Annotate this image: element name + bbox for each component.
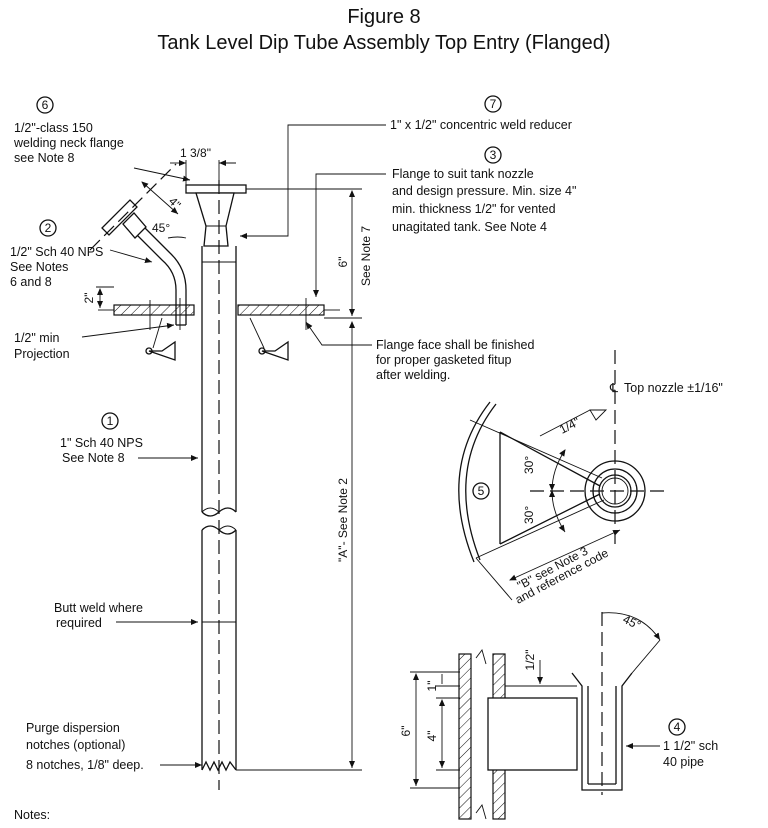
leaders: [81, 124, 386, 768]
svg-text:1" Sch 40 NPS: 1" Sch 40 NPS: [60, 436, 143, 450]
svg-text:Purge dispersion: Purge dispersion: [26, 721, 120, 735]
dim-6in-detail: 6": [399, 726, 413, 737]
svg-text:min. thickness 1/2" for vente: min. thickness 1/2" for vented: [392, 202, 556, 216]
purge-notches: [201, 760, 237, 772]
wall-strip-left: [458, 653, 472, 820]
svg-text:See Notes: See Notes: [10, 260, 68, 274]
see-note-7: See Note 7: [359, 226, 373, 286]
svg-text:6: 6: [42, 98, 49, 112]
svg-text:unagitated tank. See Note 4: unagitated tank. See Note 4: [392, 220, 547, 234]
figure-number: Figure 8: [347, 6, 421, 28]
dim-30b: 30°: [522, 506, 536, 524]
centerline-symbol: ℄: [609, 381, 619, 395]
internal-box: [487, 697, 578, 771]
concentric-reducer: [195, 192, 235, 247]
callout-3: 3 Flange to suit tank nozzle and design …: [392, 146, 576, 234]
svg-text:7: 7: [490, 97, 497, 111]
top-flange: [185, 184, 247, 194]
svg-text:after welding.: after welding.: [376, 368, 450, 382]
svg-text:welding neck flange: welding neck flange: [13, 136, 124, 150]
svg-text:see Note 8: see Note 8: [14, 151, 75, 165]
svg-text:Flange face shall be finished: Flange face shall be finished: [376, 338, 534, 352]
callout-5-circle: [472, 482, 490, 500]
main-assembly: [89, 163, 340, 790]
svg-text:40 pipe: 40 pipe: [663, 755, 704, 769]
svg-text:Flange to suit tank nozzle: Flange to suit tank nozzle: [392, 167, 534, 181]
dim-45-detail: 45°: [621, 612, 644, 632]
svg-text:1/2" Sch 40 NPS: 1/2" Sch 40 NPS: [10, 245, 103, 259]
svg-text:8 notches, 1/8" deep.: 8 notches, 1/8" deep.: [26, 758, 144, 772]
tank-top-left: [113, 304, 195, 316]
figure-title: Tank Level Dip Tube Assembly Top Entry (…: [157, 32, 611, 54]
svg-text:2: 2: [45, 221, 52, 235]
butt-weld-label: Butt weld where required: [54, 601, 143, 630]
purge-label: Purge dispersion notches (optional) 8 no…: [26, 721, 144, 772]
svg-text:for proper gasketed fitup: for proper gasketed fitup: [376, 353, 512, 367]
svg-text:1 1/2" sch: 1 1/2" sch: [663, 739, 718, 753]
flange-face-label: Flange face shall be finished for proper…: [376, 338, 534, 382]
dim-half-detail: 1/2": [523, 650, 537, 671]
svg-text:3: 3: [490, 148, 497, 162]
dim-2in: 2": [82, 293, 96, 304]
dim-4in-top: 4": [166, 194, 184, 212]
svg-text:4: 4: [674, 720, 681, 734]
svg-text:Projection: Projection: [14, 347, 70, 361]
svg-text:1: 1: [107, 414, 114, 428]
callout-4: 4 1 1/2" sch 40 pipe: [663, 718, 718, 769]
svg-text:notches (optional): notches (optional): [26, 738, 125, 752]
svg-text:See Note 8: See Note 8: [62, 451, 125, 465]
weld-symbol-right: [261, 340, 289, 361]
tank-wall-arc: [465, 403, 497, 561]
dim-4in-detail: 4": [425, 731, 439, 742]
svg-text:1/2" min: 1/2" min: [14, 331, 59, 345]
dim-6in-note7: 6": [336, 257, 350, 268]
dim-quarter: 1/4": [557, 415, 582, 437]
svg-text:required: required: [56, 616, 102, 630]
pipe-1-5: [571, 672, 633, 791]
svg-text:Butt weld where: Butt weld where: [54, 601, 143, 615]
callout-5-num: 5: [478, 484, 485, 498]
dim-1in-detail: 1": [425, 681, 439, 692]
svg-text:6 and 8: 6 and 8: [10, 275, 52, 289]
callout-1: 1 1" Sch 40 NPS See Note 8: [60, 412, 143, 465]
small-pipe-inner: [139, 222, 187, 325]
weld-symbol-left: [148, 340, 176, 361]
svg-text:1" x 1/2" concentric weld redu: 1" x 1/2" concentric weld reducer: [390, 118, 572, 132]
svg-text:and design pressure. Min. size: and design pressure. Min. size 4": [392, 184, 576, 198]
projection-label: 1/2" min Projection: [14, 331, 70, 361]
small-pipe-outer: [131, 229, 177, 325]
svg-text:1/2"-class 150: 1/2"-class 150: [14, 121, 93, 135]
tank-top-right: [237, 304, 325, 316]
main-dimensions: 1 3/8" 6" See Note 7 "A"- See Note 2 2" …: [82, 146, 373, 771]
top-nozzle-label: Top nozzle ±1/16": [624, 381, 723, 395]
a-note: "A"- See Note 2: [336, 478, 350, 562]
dim-1-3-8: 1 3/8": [180, 146, 211, 160]
dim-30a: 30°: [522, 456, 536, 474]
callout-6: 6 1/2"-class 150 welding neck flange see…: [13, 96, 124, 165]
callout-2: 2 1/2" Sch 40 NPS See Notes 6 and 8: [10, 219, 103, 289]
dim-45-top: 45°: [152, 221, 170, 235]
notes-heading: Notes:: [14, 808, 50, 822]
pipe-detail: 45° 6" 4" 1" 1/2": [399, 612, 661, 820]
orientation-detail: Top nozzle ±1/16" ℄ 1/4" 30° 30° "B" see…: [458, 350, 723, 607]
callout-7: 7 1" x 1/2" concentric weld reducer: [390, 95, 572, 132]
